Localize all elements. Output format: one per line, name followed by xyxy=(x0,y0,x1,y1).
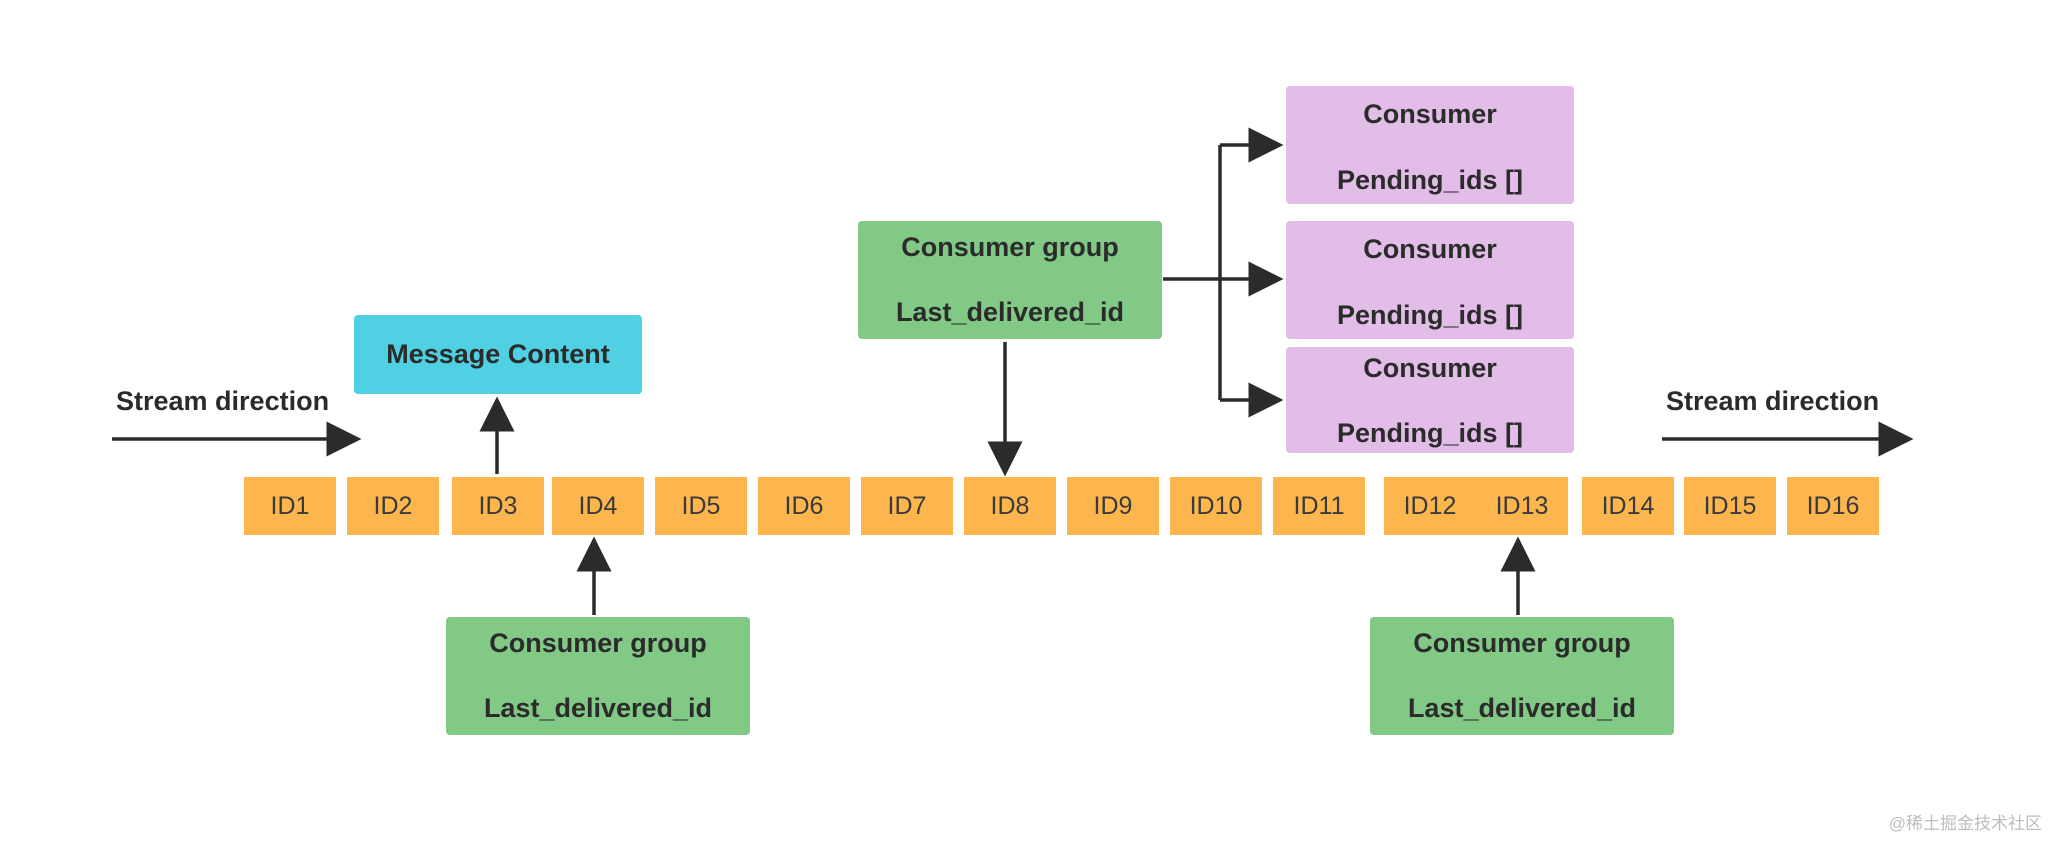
consumer-3: Consumer Pending_ids [] xyxy=(1286,347,1574,453)
consumer-1: Consumer Pending_ids [] xyxy=(1286,86,1574,204)
consumer-pending-ids: Pending_ids [] xyxy=(1336,165,1523,195)
consumer-title: Consumer xyxy=(1363,353,1497,383)
consumer-group-bottom-left: Consumer group Last_delivered_id xyxy=(446,617,750,735)
consumer-group-title: Consumer group xyxy=(1413,628,1631,658)
stream-id-cell: ID1 xyxy=(244,477,336,535)
stream-id-cell: ID3 xyxy=(452,477,544,535)
stream-id-cell: ID5 xyxy=(655,477,747,535)
consumer-group-last-delivered-id: Last_delivered_id xyxy=(1407,693,1637,723)
consumer-group-last-delivered-id: Last_delivered_id xyxy=(483,693,713,723)
stream-id-cell: ID11 xyxy=(1273,477,1365,535)
stream-direction-label-left: Stream direction xyxy=(116,386,330,416)
stream-id-cell: ID4 xyxy=(552,477,644,535)
consumer-group-top: Consumer group Last_delivered_id xyxy=(858,221,1162,339)
consumer-title: Consumer xyxy=(1363,99,1497,129)
stream-id-cell: ID10 xyxy=(1170,477,1262,535)
consumer-group-title: Consumer group xyxy=(489,628,707,658)
stream-id-cell: ID2 xyxy=(347,477,439,535)
stream-id-cell: ID12 xyxy=(1384,477,1476,535)
watermark-text: @稀土掘金技术社区 xyxy=(1888,814,2042,833)
stream-id-cell: ID7 xyxy=(861,477,953,535)
consumer-2: Consumer Pending_ids [] xyxy=(1286,221,1574,339)
stream-id-cell: ID13 xyxy=(1476,477,1568,535)
consumer-title: Consumer xyxy=(1363,234,1497,264)
stream-id-cell: ID8 xyxy=(964,477,1056,535)
message-content-box: Message Content xyxy=(354,315,642,394)
stream-id-cell: ID15 xyxy=(1684,477,1776,535)
stream-id-cell: ID9 xyxy=(1067,477,1159,535)
stream-id-cell: ID16 xyxy=(1787,477,1879,535)
consumer-group-last-delivered-id: Last_delivered_id xyxy=(895,297,1125,327)
consumer-pending-ids: Pending_ids [] xyxy=(1336,300,1523,330)
stream-id-cell: ID14 xyxy=(1582,477,1674,535)
consumer-group-bottom-right: Consumer group Last_delivered_id xyxy=(1370,617,1674,735)
consumer-pending-ids: Pending_ids [] xyxy=(1336,418,1523,448)
stream-id-cell: ID6 xyxy=(758,477,850,535)
consumer-group-title: Consumer group xyxy=(901,232,1119,262)
stream-direction-label-right: Stream direction xyxy=(1666,386,1880,416)
message-content-label: Message Content xyxy=(386,339,610,369)
